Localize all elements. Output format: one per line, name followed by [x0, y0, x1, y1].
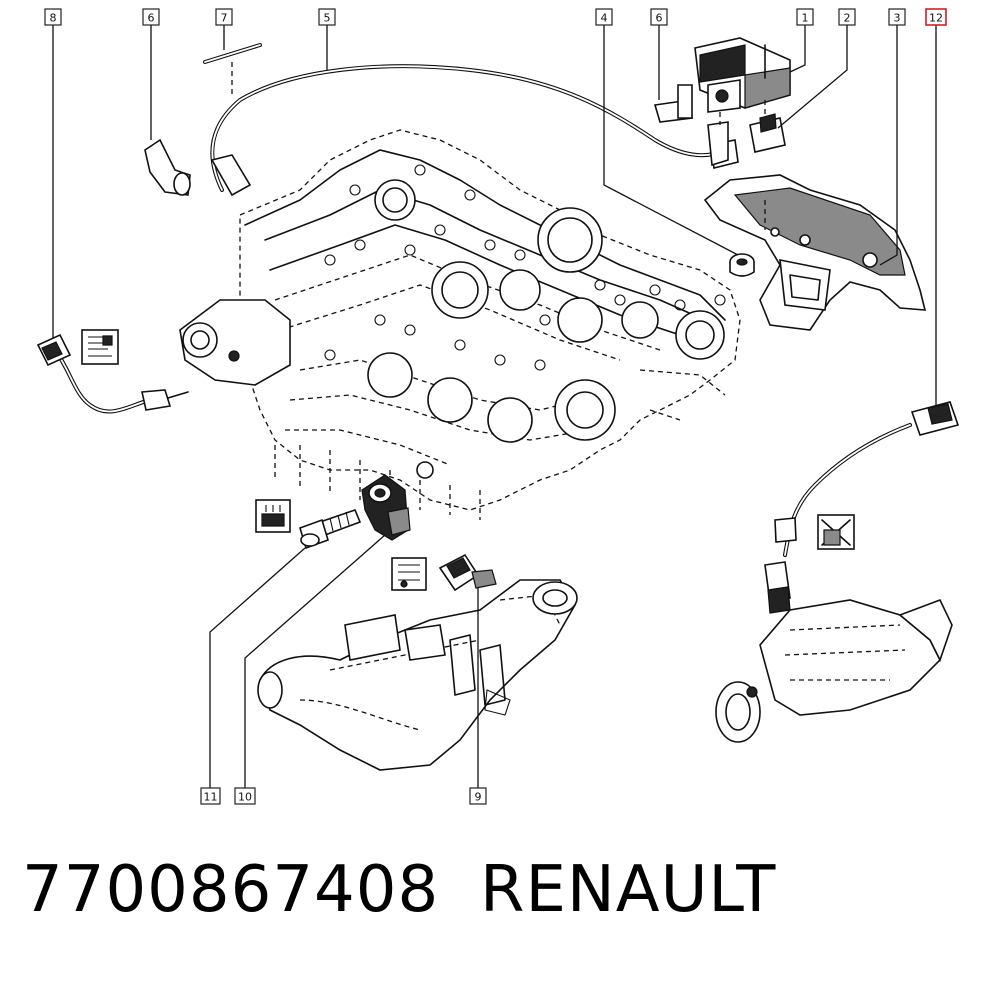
engine-block: [179, 129, 741, 520]
lambda-sensor-12: [764, 401, 960, 614]
svg-text:12: 12: [929, 12, 943, 25]
lambda-icon-12: [817, 514, 855, 550]
elbow-hose-6-right: [653, 84, 729, 167]
svg-text:7: 7: [221, 12, 228, 25]
temp-sensor-9: [438, 553, 497, 592]
intake-pipe: [257, 579, 578, 771]
svg-text:11: 11: [204, 791, 218, 804]
bracket-2: [749, 100, 786, 153]
svg-text:9: 9: [475, 791, 482, 804]
callout-6-left: 6: [142, 8, 160, 26]
callout-9: 9: [469, 787, 487, 805]
torque-icon-11: [255, 499, 291, 533]
callout-5: 5: [318, 8, 336, 26]
sensor-icon-9: [391, 557, 427, 591]
svg-text:5: 5: [324, 12, 331, 25]
callout-10: 10: [234, 787, 256, 805]
sensor-nut-4: [729, 253, 755, 277]
leader-lines: [52, 25, 937, 788]
mounting-plate-3: [703, 174, 927, 331]
svg-text:6: 6: [656, 12, 663, 25]
svg-text:4: 4: [601, 12, 608, 25]
sensor-icon-8: [81, 329, 119, 365]
elbow-hose-6-left: [144, 138, 191, 196]
catalytic-converter: [715, 598, 953, 743]
svg-text:1: 1: [802, 12, 809, 25]
coolant-sensor-8: [36, 333, 189, 414]
hose-7: [203, 43, 262, 98]
part-number: 7700867408: [22, 853, 440, 927]
svg-text:6: 6: [148, 12, 155, 25]
knock-sensor-10: [361, 474, 411, 541]
svg-text:3: 3: [894, 12, 901, 25]
svg-text:2: 2: [844, 12, 851, 25]
callout-11: 11: [200, 787, 221, 805]
callout-7: 7: [215, 8, 233, 26]
callout-8: 8: [44, 8, 62, 26]
callout-3: 3: [888, 8, 906, 26]
callout-4: 4: [595, 8, 613, 26]
svg-text:10: 10: [238, 791, 252, 804]
brand-name: RENAULT: [480, 853, 777, 927]
callout-6-right: 6: [650, 8, 668, 26]
callout-2: 2: [838, 8, 856, 26]
svg-text:8: 8: [50, 12, 57, 25]
bolt-11: [299, 509, 362, 550]
callout-12: 12: [925, 8, 947, 26]
pressure-sensor-1: [694, 37, 791, 113]
callout-1: 1: [796, 8, 814, 26]
